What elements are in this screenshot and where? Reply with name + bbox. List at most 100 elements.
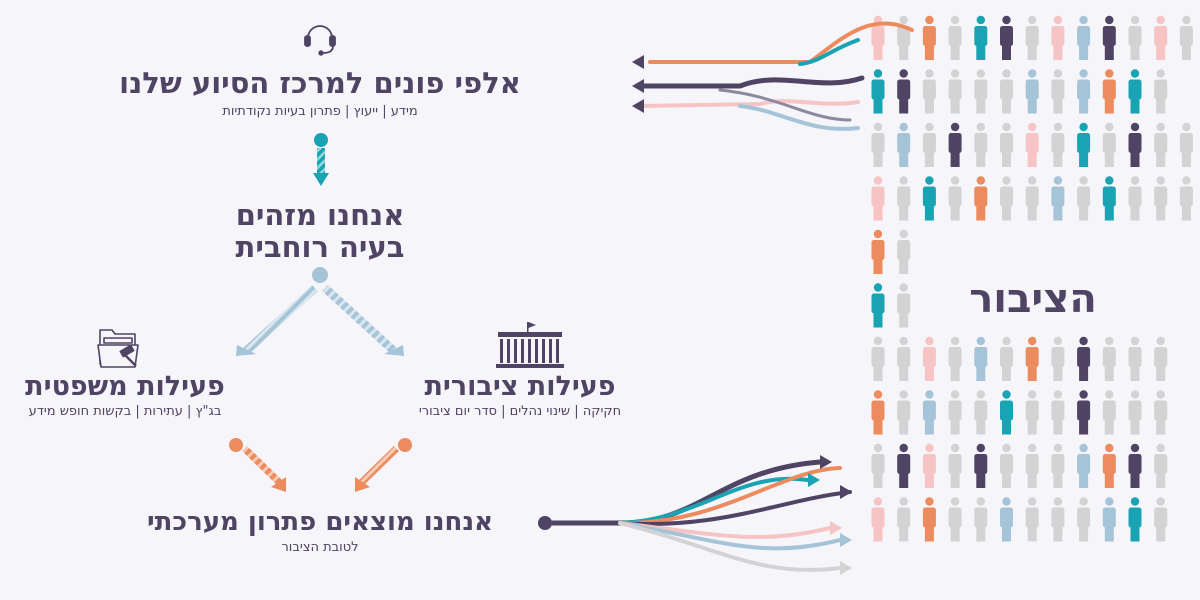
- person-figure: [974, 443, 988, 488]
- person-figure: [897, 229, 911, 274]
- flow-top-line: [638, 99, 860, 108]
- person-figure: [1000, 15, 1013, 60]
- person-figure: [1025, 122, 1039, 167]
- person-figure: [922, 122, 936, 167]
- person-figure: [1154, 15, 1168, 60]
- person-figure: [974, 69, 988, 114]
- person-figure: [922, 69, 936, 114]
- person-figure: [1000, 176, 1013, 221]
- person-figure: [1154, 336, 1168, 381]
- person-figure: [1000, 497, 1013, 542]
- person-figure: [871, 15, 885, 60]
- person-figure: [1154, 69, 1168, 114]
- person-figure: [1102, 69, 1116, 114]
- person-figure: [922, 497, 936, 542]
- person-figure: [1128, 176, 1142, 221]
- legal-action-subtitle: בג"ץ | עתירות | בקשות חופש מידע: [28, 404, 222, 419]
- person-figure: [1077, 336, 1091, 381]
- person-figure: [1077, 122, 1091, 167]
- person-figure: [922, 336, 936, 381]
- person-figure: [1128, 336, 1142, 381]
- person-figure: [897, 497, 911, 542]
- person-figure: [1179, 122, 1193, 167]
- person-figure: [1025, 497, 1039, 542]
- flow-bottom-arrowhead: [840, 485, 852, 499]
- person-figure: [1128, 15, 1142, 60]
- person-figure: [897, 443, 911, 488]
- person-figure: [974, 176, 988, 221]
- person-figure: [948, 390, 962, 435]
- arrow-intake-to-identify: [313, 133, 329, 186]
- flow-bottom-line: [618, 490, 852, 527]
- person-figure: [1000, 390, 1013, 435]
- person-figure: [1025, 390, 1039, 435]
- person-figure: [1051, 443, 1065, 488]
- person-figure: [1000, 69, 1013, 114]
- person-figure: [1077, 176, 1091, 221]
- person-figure: [948, 122, 962, 167]
- person-figure: [1077, 443, 1091, 488]
- identify-title-line2: בעיה רוחבית: [235, 230, 405, 264]
- solution-subtitle: לטובת הציבור: [281, 540, 359, 555]
- flow-bottom-arrowhead: [840, 561, 852, 575]
- person-figure: [897, 336, 911, 381]
- people-grid: [871, 15, 1193, 542]
- headset-icon: [304, 25, 336, 56]
- person-figure: [1000, 443, 1013, 488]
- person-figure: [1051, 15, 1065, 60]
- person-figure: [1025, 69, 1039, 114]
- person-figure: [1154, 176, 1168, 221]
- intake-title: אלפי פונים למרכז הסיוע שלנו: [119, 66, 521, 100]
- person-figure: [974, 336, 988, 381]
- arrow-identify-split: [236, 267, 404, 356]
- flow-bottom-arrowhead: [808, 473, 820, 487]
- person-figure: [1051, 69, 1065, 114]
- person-figure: [1051, 497, 1065, 542]
- person-figure: [871, 283, 885, 328]
- flow-top-line: [637, 75, 865, 89]
- flow-bottom-arrowhead: [840, 533, 852, 547]
- person-figure: [1102, 443, 1116, 488]
- person-figure: [1128, 122, 1142, 167]
- person-figure: [1154, 122, 1168, 167]
- person-figure: [1179, 176, 1193, 221]
- person-figure: [1128, 69, 1142, 114]
- solution-title: אנחנו מוצאים פתרון מערכתי: [146, 507, 494, 537]
- person-figure: [871, 122, 885, 167]
- flow-bottom-arrowhead: [830, 521, 842, 535]
- person-figure: [871, 229, 885, 274]
- person-figure: [1102, 122, 1116, 167]
- flow-top-arrowhead: [632, 99, 644, 113]
- person-figure: [1128, 443, 1142, 488]
- flow-bottom-line: [618, 466, 842, 526]
- person-figure: [1077, 15, 1091, 60]
- person-figure: [922, 390, 936, 435]
- legal-folder-icon: [97, 329, 139, 368]
- public-action-subtitle: חקיקה | שינוי נהלים | סדר יום ציבורי: [418, 404, 622, 419]
- person-figure: [1154, 443, 1168, 488]
- flow-top-line: [798, 38, 860, 66]
- flow-bottom-line: [549, 459, 823, 526]
- person-figure: [871, 336, 885, 381]
- person-figure: [871, 443, 885, 488]
- flow-bottom-line: [618, 521, 842, 572]
- person-figure: [1025, 176, 1039, 221]
- person-figure: [1025, 336, 1039, 381]
- person-figure: [1000, 122, 1013, 167]
- person-figure: [1025, 443, 1039, 488]
- person-figure: [1077, 390, 1091, 435]
- person-figure: [974, 122, 988, 167]
- person-figure: [871, 497, 885, 542]
- person-figure: [897, 283, 911, 328]
- person-figure: [948, 336, 962, 381]
- person-figure: [1077, 69, 1091, 114]
- flow-top-line: [738, 104, 860, 131]
- person-figure: [974, 390, 988, 435]
- flow-bottom-arrowhead: [820, 455, 832, 469]
- person-figure: [1102, 390, 1116, 435]
- person-figure: [1102, 497, 1116, 542]
- flow-top-line: [718, 88, 852, 122]
- flow-top-arrowhead: [632, 79, 644, 93]
- person-figure: [897, 69, 911, 114]
- person-figure: [1154, 390, 1168, 435]
